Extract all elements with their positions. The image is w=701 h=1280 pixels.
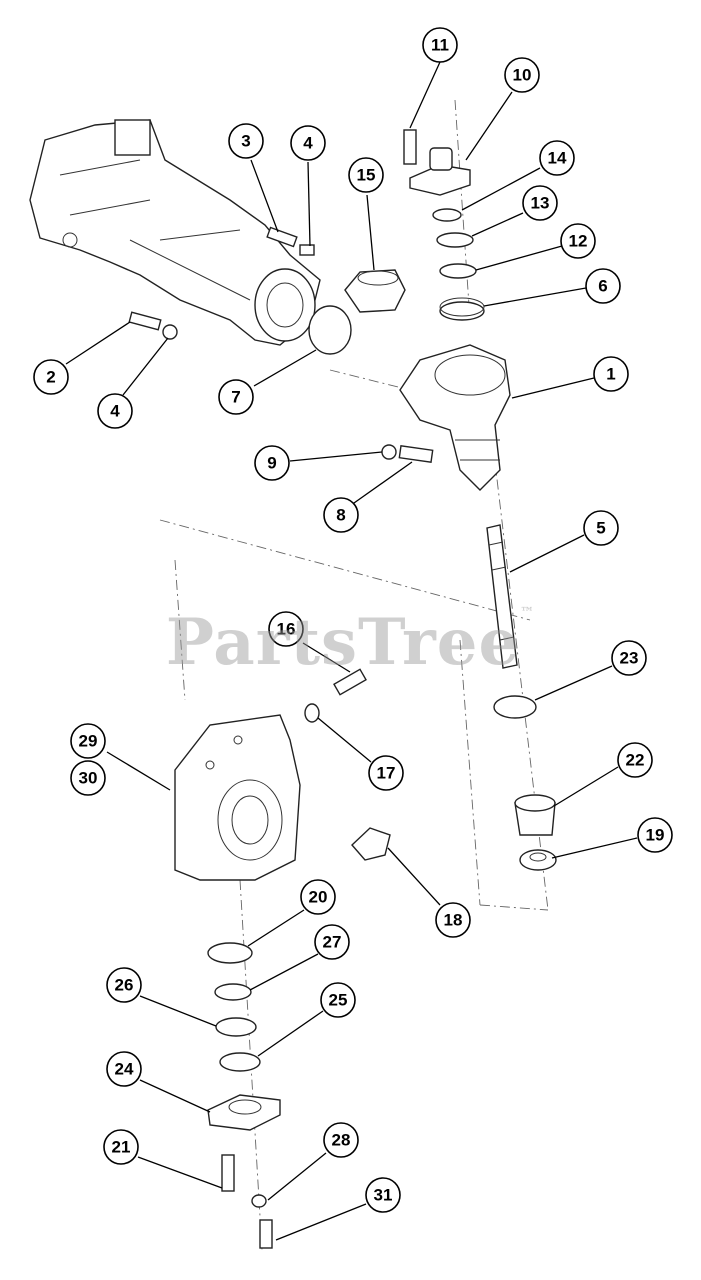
svg-text:3: 3 bbox=[241, 132, 250, 151]
callout-7[interactable]: 7 bbox=[218, 379, 254, 415]
bolt-11 bbox=[403, 129, 417, 165]
axle-shaft-5 bbox=[486, 524, 518, 669]
bearing-6 bbox=[439, 297, 485, 321]
svg-text:19: 19 bbox=[646, 826, 665, 845]
svg-text:9: 9 bbox=[267, 454, 276, 473]
svg-text:18: 18 bbox=[444, 911, 463, 930]
ring-26 bbox=[215, 1017, 257, 1037]
callout-15[interactable]: 15 bbox=[348, 157, 384, 193]
svg-text:5: 5 bbox=[596, 519, 605, 538]
o-ring bbox=[308, 305, 352, 355]
bolt-2 bbox=[128, 311, 162, 331]
svg-text:31: 31 bbox=[374, 1186, 393, 1205]
washer-14 bbox=[432, 208, 462, 222]
callout-21[interactable]: 21 bbox=[103, 1129, 139, 1165]
kingpin-housing-1 bbox=[399, 344, 511, 491]
axle-housing bbox=[29, 119, 321, 346]
callout-13[interactable]: 13 bbox=[522, 185, 558, 221]
svg-text:11: 11 bbox=[431, 36, 449, 55]
cover-plate-10 bbox=[409, 147, 471, 196]
callout-3[interactable]: 3 bbox=[228, 123, 264, 159]
bolt-3 bbox=[266, 226, 298, 248]
callout-9[interactable]: 9 bbox=[254, 445, 290, 481]
svg-text:10: 10 bbox=[513, 66, 532, 85]
shim-27 bbox=[214, 983, 252, 1001]
callout-1[interactable]: 1 bbox=[593, 356, 629, 392]
svg-text:21: 21 bbox=[112, 1138, 131, 1157]
callout-28[interactable]: 28 bbox=[323, 1122, 359, 1158]
callout-11[interactable]: 11 bbox=[422, 27, 458, 63]
callout-30[interactable]: 30 bbox=[70, 760, 106, 796]
svg-text:25: 25 bbox=[329, 991, 348, 1010]
callout-23[interactable]: 23 bbox=[611, 640, 647, 676]
callout-12[interactable]: 12 bbox=[560, 223, 596, 259]
nut-19 bbox=[519, 849, 557, 871]
svg-text:7: 7 bbox=[231, 388, 240, 407]
washer-28 bbox=[251, 1194, 267, 1208]
svg-text:23: 23 bbox=[620, 649, 639, 668]
callout-25[interactable]: 25 bbox=[320, 982, 356, 1018]
seal-25 bbox=[219, 1052, 261, 1072]
bearing-20 bbox=[207, 942, 253, 964]
bushing-22 bbox=[514, 794, 556, 836]
svg-text:29: 29 bbox=[79, 732, 98, 751]
svg-text:12: 12 bbox=[569, 232, 588, 251]
callout-22[interactable]: 22 bbox=[617, 742, 653, 778]
callout-6[interactable]: 6 bbox=[585, 268, 621, 304]
svg-text:14: 14 bbox=[548, 149, 567, 168]
callout-4-upper[interactable]: 4 bbox=[290, 125, 326, 161]
callout-26[interactable]: 26 bbox=[106, 967, 142, 1003]
bolt-31 bbox=[259, 1219, 273, 1249]
svg-text:28: 28 bbox=[332, 1131, 351, 1150]
svg-text:1: 1 bbox=[606, 365, 615, 384]
gear-case-29-30 bbox=[174, 714, 301, 881]
svg-text:30: 30 bbox=[79, 769, 98, 788]
svg-text:22: 22 bbox=[626, 751, 645, 770]
bolt-21 bbox=[221, 1154, 235, 1192]
callout-2[interactable]: 2 bbox=[33, 359, 69, 395]
nut-4-upper bbox=[299, 244, 315, 256]
callout-19[interactable]: 19 bbox=[637, 817, 673, 853]
bevel-gear-18 bbox=[351, 827, 391, 861]
svg-text:20: 20 bbox=[309, 888, 328, 907]
washer-9 bbox=[381, 444, 397, 460]
callout-27[interactable]: 27 bbox=[314, 924, 350, 960]
svg-text:2: 2 bbox=[46, 368, 55, 387]
svg-text:26: 26 bbox=[115, 976, 134, 995]
callout-31[interactable]: 31 bbox=[365, 1177, 401, 1213]
washer-17 bbox=[304, 703, 320, 723]
shim-13 bbox=[436, 232, 474, 248]
callout-17[interactable]: 17 bbox=[368, 755, 404, 791]
svg-text:27: 27 bbox=[323, 933, 342, 952]
bolt-16 bbox=[333, 668, 367, 696]
bolt-8 bbox=[398, 445, 434, 463]
svg-text:8: 8 bbox=[336, 506, 345, 525]
svg-text:4: 4 bbox=[110, 402, 120, 421]
svg-text:17: 17 bbox=[377, 764, 396, 783]
svg-text:16: 16 bbox=[277, 620, 296, 639]
callout-18[interactable]: 18 bbox=[435, 902, 471, 938]
svg-text:6: 6 bbox=[598, 277, 607, 296]
svg-text:4: 4 bbox=[303, 134, 313, 153]
callout-5[interactable]: 5 bbox=[583, 510, 619, 546]
callout-20[interactable]: 20 bbox=[300, 879, 336, 915]
seal-23 bbox=[493, 695, 537, 719]
cover-24 bbox=[207, 1094, 281, 1131]
svg-text:15: 15 bbox=[357, 166, 376, 185]
svg-text:24: 24 bbox=[115, 1060, 134, 1079]
nut-4-lower bbox=[162, 324, 178, 340]
callout-29[interactable]: 29 bbox=[70, 723, 106, 759]
shim-12 bbox=[439, 263, 477, 279]
callout-8[interactable]: 8 bbox=[323, 497, 359, 533]
callout-16[interactable]: 16 bbox=[268, 611, 304, 647]
leader-lines bbox=[65, 61, 638, 1241]
callout-4-lower[interactable]: 4 bbox=[97, 393, 133, 429]
callout-14[interactable]: 14 bbox=[539, 140, 575, 176]
bevel-gear-large bbox=[344, 269, 406, 313]
svg-text:13: 13 bbox=[531, 194, 550, 213]
callout-10[interactable]: 10 bbox=[504, 57, 540, 93]
callout-24[interactable]: 24 bbox=[106, 1051, 142, 1087]
